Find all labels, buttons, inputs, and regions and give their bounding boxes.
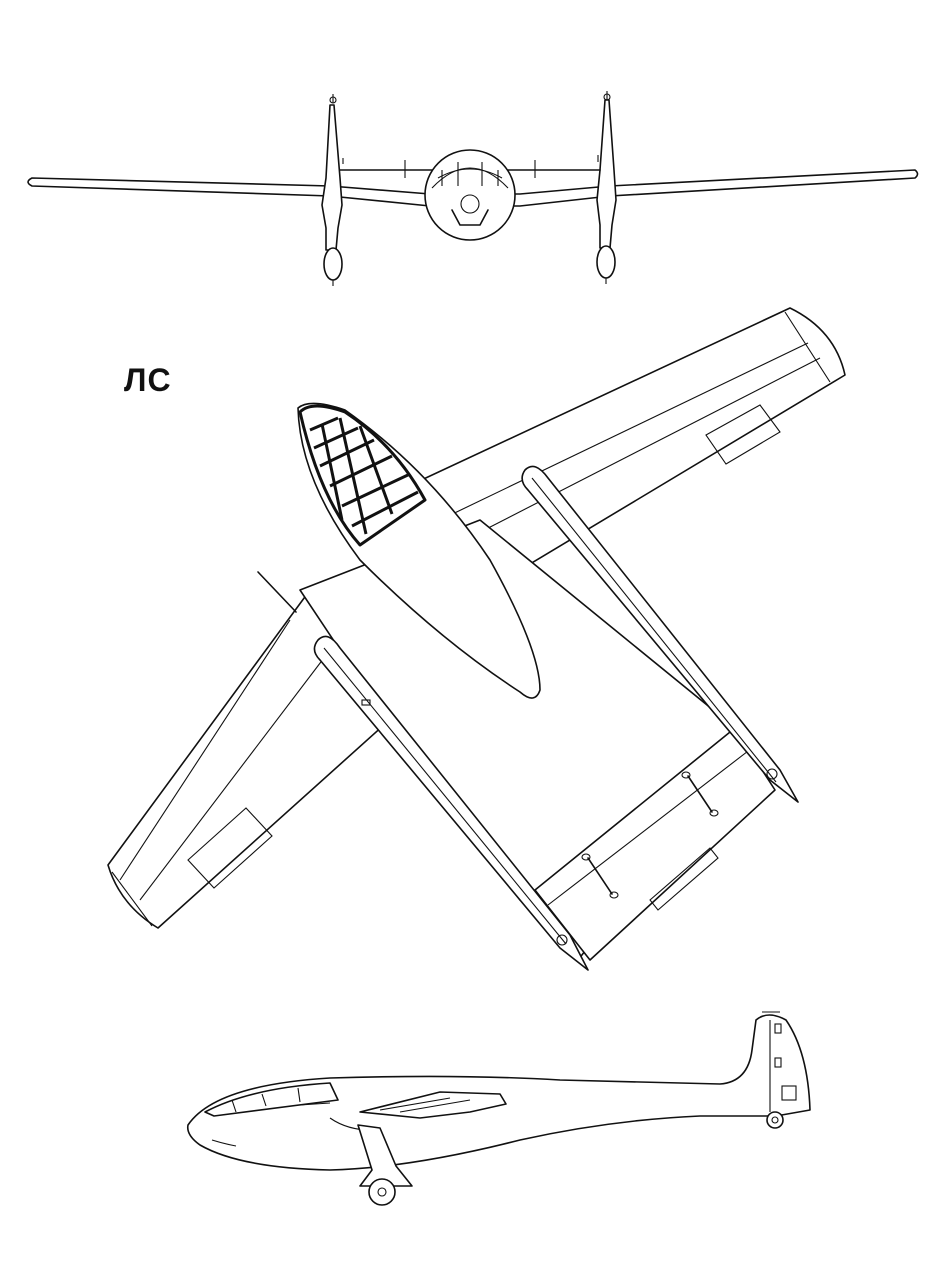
top-right-wing <box>399 307 846 601</box>
side-fuselage <box>186 1014 811 1171</box>
front-left-fin <box>321 104 343 251</box>
top-view <box>107 307 846 971</box>
front-view <box>27 91 919 286</box>
side-wing <box>359 1091 507 1119</box>
side-tail-wheel <box>766 1111 784 1129</box>
front-right-wheel <box>596 245 616 279</box>
side-main-wheel <box>368 1178 396 1206</box>
top-left-wing <box>107 589 396 929</box>
side-gear-strut <box>357 1124 413 1187</box>
aircraft-designation-label: ЛС <box>124 362 172 398</box>
front-left-wheel <box>323 247 343 281</box>
top-right-boom <box>521 465 799 803</box>
top-fuselage <box>297 402 541 699</box>
front-right-fin <box>596 99 617 249</box>
side-view <box>186 1011 811 1206</box>
